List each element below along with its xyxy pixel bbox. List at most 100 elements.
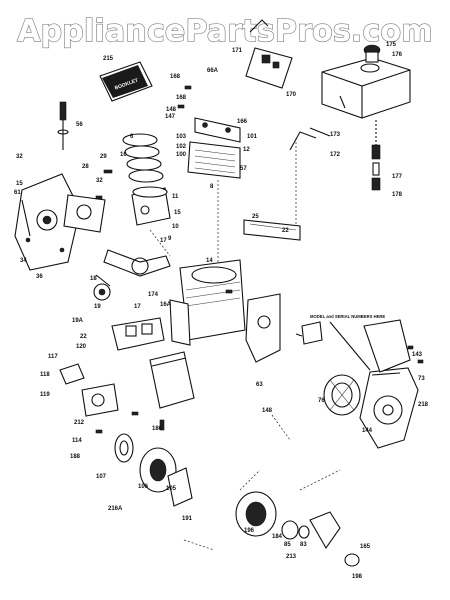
callout-107: 107 — [96, 474, 107, 480]
callout-114: 114 — [72, 438, 82, 444]
callout-22: 22 — [80, 334, 87, 340]
starter-cup — [139, 447, 177, 493]
fuel-tank — [321, 44, 411, 119]
callout-198: 198 — [352, 574, 363, 580]
callout-34: 34 — [20, 258, 27, 264]
callout-215: 215 — [103, 56, 114, 62]
callout-17: 17 — [160, 238, 167, 244]
callout-29: 29 — [100, 154, 107, 160]
callout-83: 83 — [300, 542, 307, 548]
callout-6: 6 — [130, 134, 134, 140]
callout-196: 196 — [244, 528, 255, 534]
callout-17: 17 — [134, 304, 141, 310]
bolts — [95, 85, 424, 434]
crankcase-cover — [14, 173, 81, 271]
callout-172: 172 — [330, 152, 341, 158]
callout-177: 177 — [392, 174, 403, 180]
camshaft — [63, 194, 106, 233]
callout-213: 213 — [286, 554, 297, 560]
callout-119: 119 — [40, 392, 50, 398]
piston — [131, 186, 171, 226]
breather-plate — [245, 293, 281, 363]
callout-120: 120 — [76, 344, 87, 350]
callout-36: 36 — [36, 274, 43, 280]
fuel-valve — [371, 120, 381, 191]
callout-143: 143 — [412, 352, 423, 358]
model-note: MODEL and SERIAL NUMBERS HERE — [310, 314, 385, 319]
callout-168: 168 — [170, 74, 181, 80]
callout-188: 188 — [70, 454, 81, 460]
callout-18: 18 — [90, 276, 97, 282]
callout-9: 9 — [168, 236, 172, 242]
callout-66A: 66A — [207, 68, 219, 74]
callout-175: 175 — [386, 42, 397, 48]
callout-56: 56 — [76, 122, 83, 128]
callout-25: 25 — [252, 214, 259, 220]
callout-15: 15 — [174, 210, 181, 216]
callout-212: 212 — [74, 420, 85, 426]
callout-144: 144 — [362, 428, 373, 434]
callout-173: 173 — [330, 132, 341, 138]
callout-171: 171 — [232, 48, 243, 54]
callout-32: 32 — [96, 178, 103, 184]
tank-bracket — [245, 19, 293, 89]
callout-61: 61 — [14, 190, 21, 196]
watermark: AppliancePartsPros.com — [17, 13, 434, 49]
spark-plug — [57, 101, 69, 150]
rear-shroud — [363, 319, 411, 373]
callout-57: 57 — [240, 166, 247, 172]
callout-148: 148 — [166, 107, 177, 113]
callout-102: 102 — [176, 144, 187, 150]
governor-gear — [93, 283, 111, 301]
callout-10: 10 — [172, 224, 179, 230]
crankshaft — [95, 249, 171, 287]
callout-22: 22 — [282, 228, 289, 234]
guide-lines — [149, 138, 341, 551]
callout-166: 166 — [237, 119, 248, 125]
callout-28: 28 — [82, 164, 89, 170]
callout-117: 117 — [48, 354, 58, 360]
piston-rings — [122, 133, 164, 183]
callout-73: 73 — [418, 376, 425, 382]
callout-176: 176 — [392, 52, 403, 58]
intake-gasket — [111, 317, 165, 351]
callout-103: 103 — [176, 134, 187, 140]
ignition-module — [295, 321, 323, 345]
callout-147: 147 — [165, 114, 176, 120]
callout-16: 16 — [120, 152, 127, 158]
callout-118: 118 — [40, 372, 50, 378]
callout-165: 165 — [360, 544, 371, 550]
callout-170: 170 — [286, 92, 297, 98]
callout-16A: 16A — [160, 302, 172, 308]
callout-191: 191 — [182, 516, 193, 522]
callout-11: 11 — [172, 194, 179, 200]
callout-100: 100 — [176, 152, 187, 158]
callout-12: 12 — [243, 147, 250, 153]
callout-168: 168 — [176, 95, 187, 101]
callout-19A: 19A — [72, 318, 84, 324]
callout-32: 32 — [16, 154, 23, 160]
muffler — [149, 351, 195, 409]
callout-216A: 216A — [108, 506, 123, 512]
callout-218: 218 — [418, 402, 429, 408]
callout-8: 8 — [210, 184, 214, 190]
cylinder-block — [169, 259, 246, 346]
callout-174: 174 — [148, 292, 159, 298]
callout-148: 148 — [262, 408, 273, 414]
callout-85: 85 — [284, 542, 291, 548]
owners-booklet: BOOKLET — [99, 61, 153, 102]
callout-186: 186 — [152, 426, 163, 432]
air-filter-element — [167, 467, 193, 507]
callout-76: 76 — [318, 398, 325, 404]
callout-101: 101 — [247, 134, 258, 140]
callout-106: 106 — [138, 484, 149, 490]
starter-pulley — [114, 433, 134, 463]
callout-19: 19 — [94, 304, 101, 310]
carburetor — [59, 363, 119, 417]
callout-184: 184 — [272, 534, 283, 540]
callout-63: 63 — [256, 382, 263, 388]
callout-105: 105 — [166, 486, 177, 492]
